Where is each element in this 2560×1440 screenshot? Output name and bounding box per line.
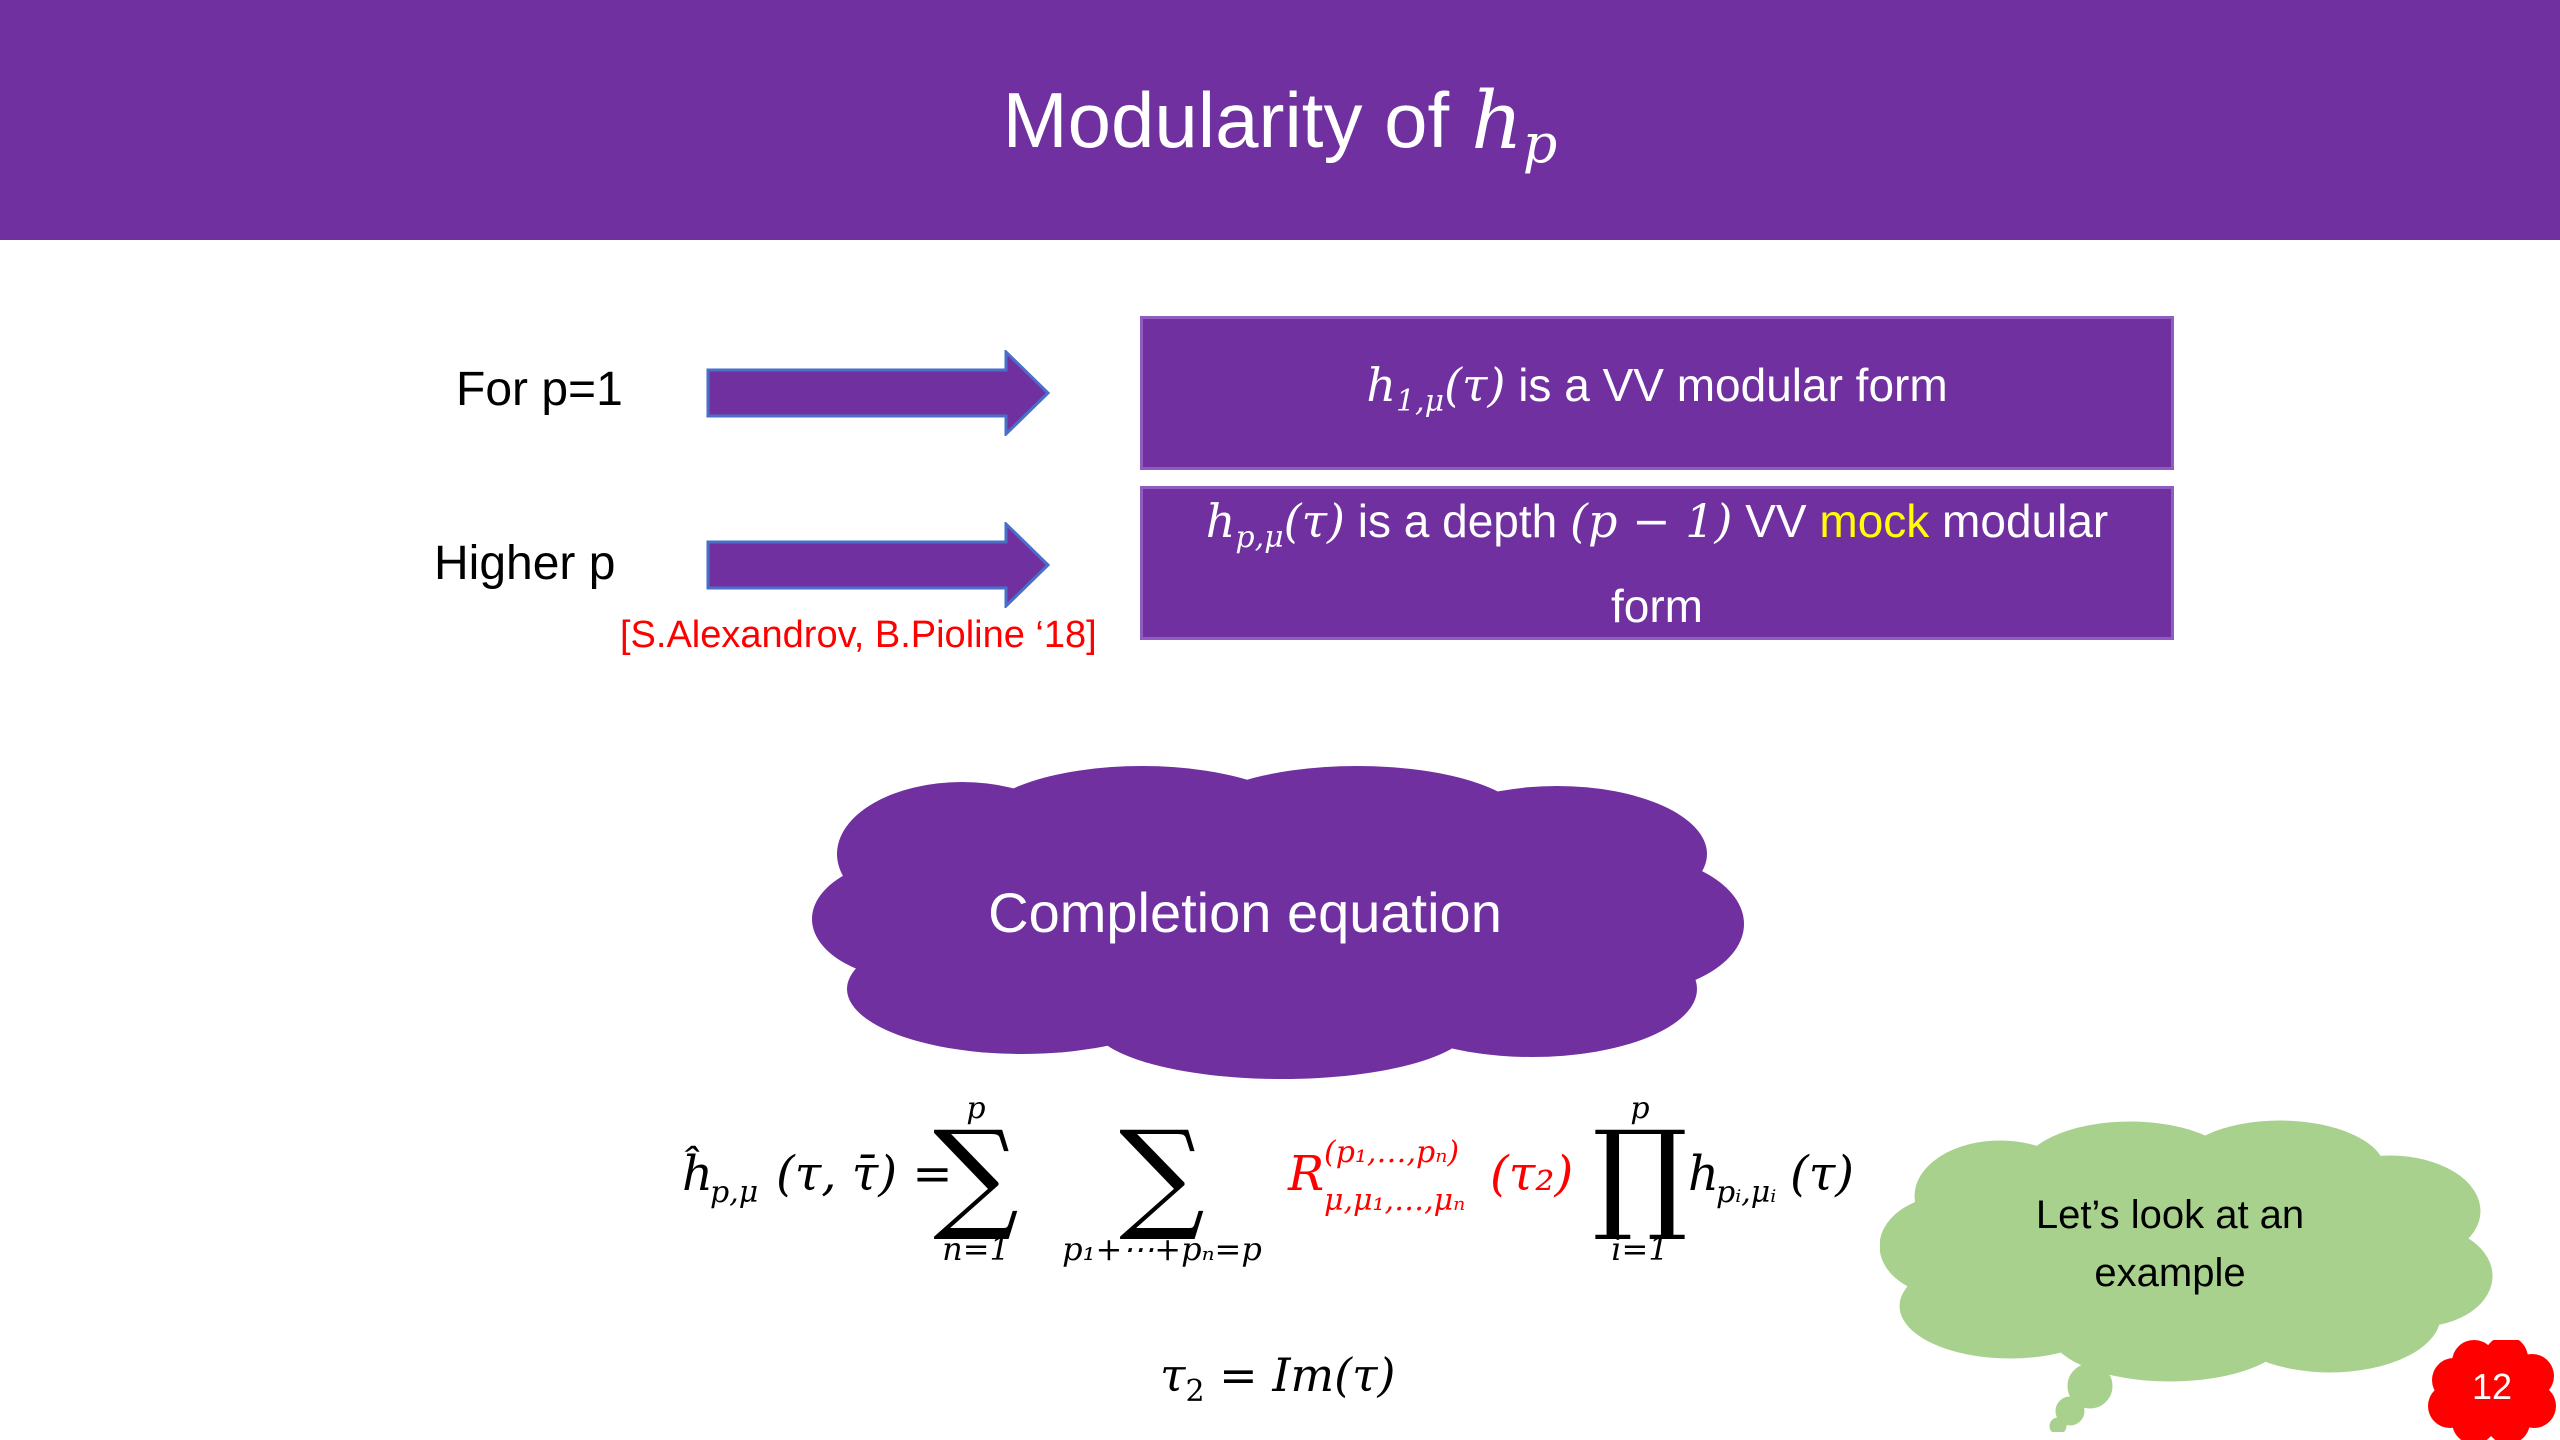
thought-bubble: [1880, 1120, 2493, 1432]
box2-text-after: modular form: [1611, 494, 2109, 632]
prod-pi: ∏: [1592, 1106, 1688, 1245]
box2-depth: (p − 1): [1570, 493, 1733, 548]
box1-math: h1,μ(τ): [1366, 357, 1506, 419]
formula-R-arg: (τ₂): [1490, 1146, 1573, 1202]
completion-formula: ĥ p,μ (τ, τ̄) = p ∑ n=1 ∑ p₁+⋯+pₙ=p R (p…: [682, 1091, 1854, 1268]
sum1-upper: p: [966, 1091, 985, 1126]
bubble-text: Let’s look at an example: [2035, 1193, 2305, 1295]
formula-R-sup: (p₁,…,pₙ): [1324, 1135, 1459, 1170]
statement-box-higher-p: hp,μ(τ) is a depth (p − 1) VV mock modul…: [1140, 486, 2174, 640]
formula-R: R: [1287, 1146, 1324, 1202]
title-banner: [0, 0, 2560, 240]
formula-h-sub: pᵢ,μᵢ: [1716, 1175, 1776, 1210]
arrow-right-2: [706, 522, 1050, 608]
cloud-shape: [812, 766, 1744, 1079]
row1-label: For p=1: [456, 363, 623, 416]
arrow-right-1: [706, 350, 1050, 436]
formula-h: h: [1688, 1146, 1719, 1202]
statement-box-p1: h1,μ(τ) is a VV modular form: [1140, 316, 2174, 470]
sum1-sigma: ∑: [933, 1106, 1019, 1245]
mock-highlight: mock: [1819, 494, 1930, 547]
box2-text-before: is a depth: [1344, 494, 1571, 547]
box2-math: hp,μ(τ): [1205, 493, 1345, 555]
box2-text-vv: VV: [1732, 494, 1820, 547]
box1-text: is a VV modular form: [1505, 358, 1948, 411]
sum2-lower: p₁+⋯+pₙ=p: [1062, 1230, 1262, 1268]
formula-lhs: ĥ: [682, 1145, 713, 1202]
page-number: 12: [2471, 1366, 2513, 1407]
cloud-label: Completion equation: [988, 881, 1502, 944]
formula-R-sub: μ,μ₁,…,μₙ: [1324, 1183, 1465, 1218]
slide-title-math: hp: [1471, 73, 1557, 175]
title-math-var: h: [1471, 73, 1523, 167]
prod-upper: p: [1630, 1091, 1649, 1126]
row2-label: Higher p: [434, 537, 616, 590]
sum1-lower: n=1: [942, 1230, 1010, 1268]
slide-title-text: Modularity of: [1002, 75, 1450, 164]
formula-lhs-args: (τ, τ̄) =: [776, 1146, 953, 1202]
sum2-sigma: ∑: [1119, 1106, 1205, 1245]
tau2-definition: τ2 = Im(τ): [1160, 1348, 1396, 1409]
page-number-badge: [2428, 1340, 2556, 1440]
formula-lhs-sub: p,μ: [710, 1175, 758, 1210]
title-math-sub: p: [1522, 111, 1558, 175]
prod-lower: i=1: [1611, 1230, 1668, 1268]
slide-title: Modularity of hp: [0, 0, 2560, 240]
formula-h-arg: (τ): [1790, 1146, 1854, 1202]
citation: [S.Alexandrov, B.Pioline ‘18]: [620, 614, 1097, 656]
